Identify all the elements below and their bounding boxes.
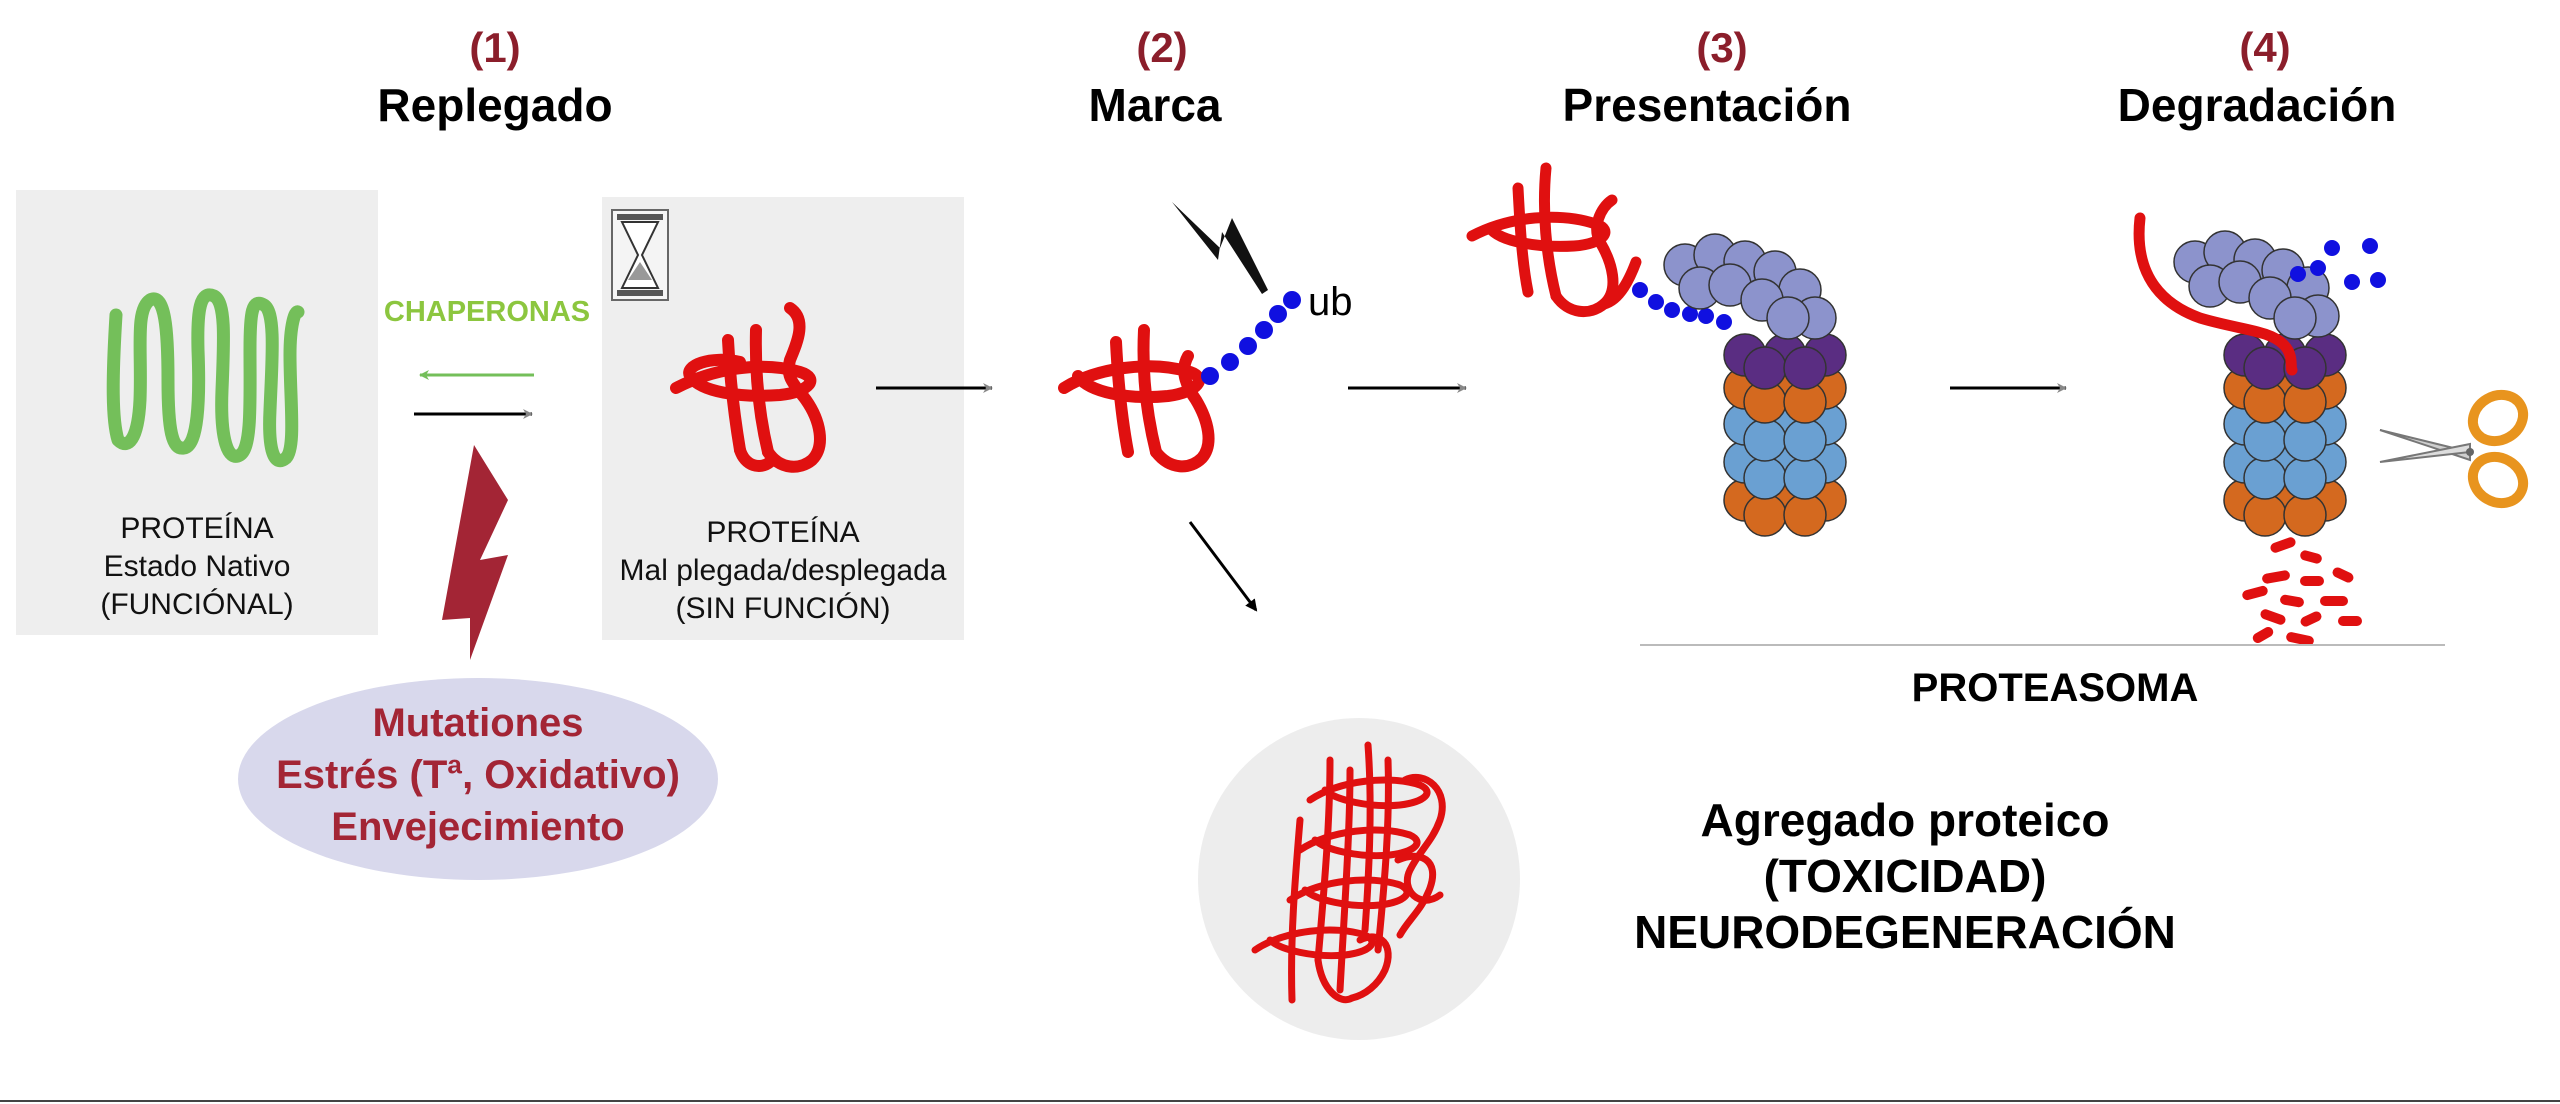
- native-protein-icon: [106, 288, 305, 468]
- step-2-title: Marca: [1088, 79, 1222, 131]
- step-4-title: Degradación: [2117, 79, 2397, 131]
- arrow-to-aggregate: [1188, 521, 1258, 612]
- step-4-number: (4): [2239, 24, 2291, 71]
- proteasome-label: PROTEASOMA: [1911, 666, 2199, 710]
- misfolded-protein-icon: [670, 302, 826, 473]
- threading-protein-icon: [2133, 212, 2298, 376]
- presented-protein-icon: [1466, 162, 1642, 317]
- native-protein-label: PROTEÍNA Estado Nativo (FUNCIÓNAL): [100, 512, 294, 621]
- step-1-number: (1): [469, 24, 521, 71]
- step-2-number: (2): [1136, 24, 1188, 71]
- peptide-fragments-icon: [2242, 537, 2362, 646]
- aggregate-label: Agregado proteico (TOXICIDAD) NEURODEGEN…: [1634, 794, 2176, 958]
- tagged-protein-icon: [1058, 324, 1215, 473]
- proteasome-degradation-icon: [2173, 230, 2347, 537]
- ubiquitin-ligase-arrow-icon: [1172, 202, 1268, 294]
- step-3-title: Presentación: [1562, 79, 1852, 131]
- scissors-icon: [2379, 389, 2529, 509]
- hourglass-icon: [611, 209, 669, 301]
- ubiquitin-label: ub: [1308, 280, 1353, 324]
- misfolded-protein-label: PROTEÍNA Mal plegada/desplegada (SIN FUN…: [619, 516, 947, 625]
- step-3-number: (3): [1696, 24, 1748, 71]
- step-1-title: Replegado: [377, 79, 613, 131]
- chaperones-label: CHAPERONAS: [383, 296, 591, 328]
- protein-aggregate-icon: [1251, 741, 1446, 1004]
- causes-ellipse: [238, 678, 718, 880]
- causes-text: Mutationes Estrés (Tª, Oxidativo) Enveje…: [276, 701, 680, 849]
- presentation-ubiquitin-chain: [1632, 282, 1732, 330]
- ubiquitin-chain: [1201, 291, 1301, 385]
- stress-lightning-icon: [442, 445, 508, 660]
- released-ubiquitin-icon: [2290, 238, 2386, 290]
- proteasome-presentation-icon: [1663, 233, 1847, 537]
